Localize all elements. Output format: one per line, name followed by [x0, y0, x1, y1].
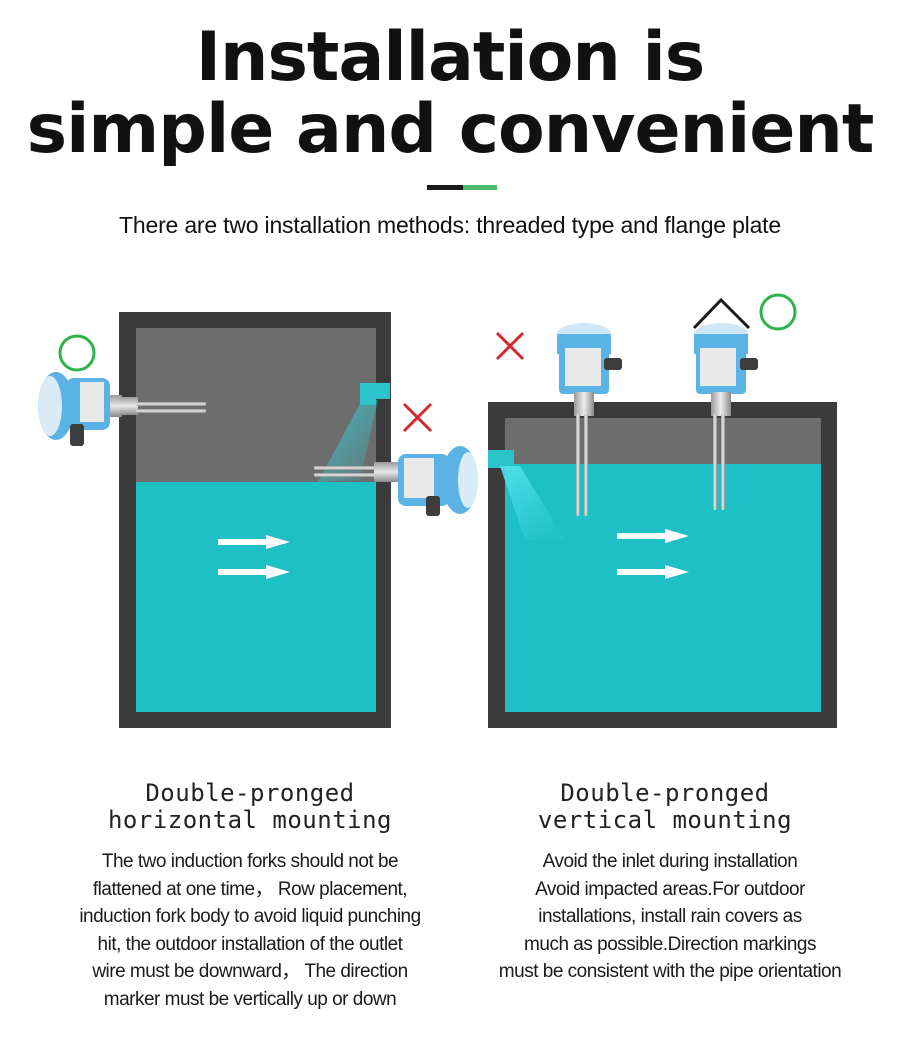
left-wrong-sensor — [314, 446, 478, 516]
wrong-mark-icon — [495, 331, 525, 361]
right-inlet-jet — [500, 466, 565, 540]
left-description-line: marker must be vertically up or down — [103, 988, 397, 1010]
right-description-line: Avoid impacted areas.For outdoor — [535, 878, 805, 900]
left-description-line: The two induction forks should not be — [101, 851, 399, 872]
page-title: Installation is simple and convenient — [0, 22, 900, 166]
right-correct-sensor — [694, 323, 758, 510]
right-description-line: Avoid the inlet during installation — [542, 851, 798, 872]
left-inlet-jet — [318, 400, 378, 482]
right-description-line: much as possible.Direction markings — [524, 933, 816, 955]
left-heading: Double-pronged horizontal mounting — [90, 780, 410, 834]
page-title-line1: Installation is — [195, 18, 705, 97]
left-heading-line2: horizontal mounting — [107, 806, 393, 834]
right-inlet-pipe — [488, 450, 514, 468]
left-flow-arrows — [218, 535, 290, 579]
installation-illustration — [38, 293, 837, 728]
left-description-line: flattened at one time， Row placement, — [92, 878, 408, 900]
correct-mark-icon — [58, 334, 96, 372]
right-tank — [488, 402, 837, 728]
left-description-line: induction fork body to avoid liquid punc… — [79, 906, 421, 927]
right-wrong-sensor — [557, 323, 622, 516]
left-correct-sensor — [38, 372, 206, 446]
right-heading: Double-pronged vertical mounting — [505, 780, 825, 834]
page-subtitle: There are two installation methods: thre… — [119, 212, 781, 238]
rain-cover-icon — [692, 297, 751, 330]
right-heading-line1: Double-pronged — [560, 779, 770, 807]
right-tank-water — [505, 464, 821, 712]
right-heading-line2: vertical mounting — [537, 806, 793, 834]
right-tank-air — [505, 418, 821, 464]
left-tank-water — [136, 482, 376, 712]
wrong-mark-icon — [402, 402, 433, 433]
left-heading-line1: Double-pronged — [145, 779, 355, 807]
left-tank — [119, 312, 391, 728]
title-divider-dark — [427, 185, 463, 190]
right-flow-arrows — [617, 529, 689, 579]
left-description-line: hit, the outdoor installation of the out… — [97, 933, 403, 955]
page-title-line2: simple and convenient — [26, 90, 875, 169]
left-description: The two induction forks should not be fl… — [40, 848, 460, 1013]
right-description: Avoid the inlet during installation Avoi… — [460, 848, 880, 986]
left-description-line: wire must be downward， The direction — [92, 961, 408, 982]
title-divider-green — [463, 185, 497, 190]
right-description-line: installations, install rain covers as — [538, 906, 802, 927]
correct-mark-icon — [759, 293, 797, 331]
right-description-line: must be consistent with the pipe orienta… — [498, 961, 842, 982]
